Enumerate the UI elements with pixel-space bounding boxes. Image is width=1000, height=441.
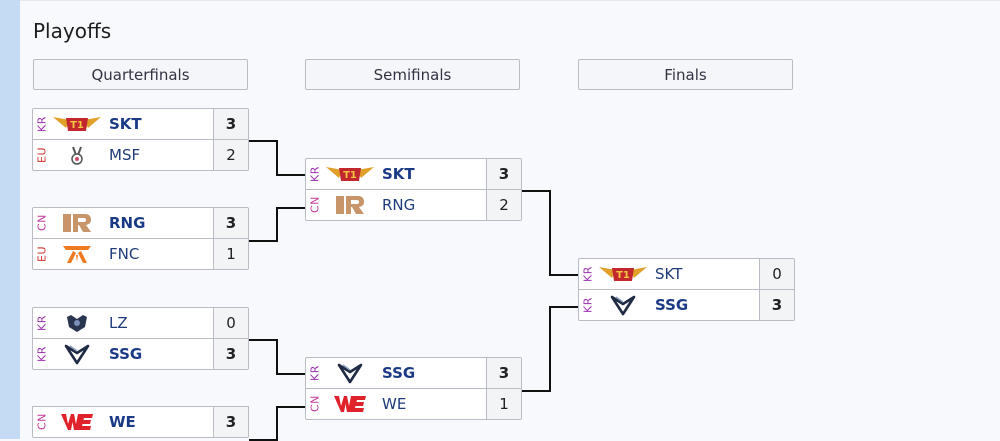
team-score: 3 xyxy=(213,339,248,369)
team-score: 1 xyxy=(213,239,248,269)
team-name[interactable]: SKT xyxy=(655,265,683,283)
region-label: CN xyxy=(35,413,49,431)
team-name[interactable]: MSF xyxy=(109,146,141,164)
team-name[interactable]: WE xyxy=(109,413,136,431)
bracket-connector xyxy=(276,373,305,375)
round-header-finals: Finals xyxy=(578,59,793,90)
bracket-connector xyxy=(249,207,278,242)
region-label: EU xyxy=(35,246,49,263)
bracket-connector xyxy=(249,406,278,441)
bracket-connector xyxy=(549,306,578,308)
page-title: Playoffs xyxy=(33,19,112,43)
region-label: KR xyxy=(581,297,595,313)
round-header-semifinals: Semifinals xyxy=(305,59,520,90)
team-score: 3 xyxy=(213,109,248,139)
region-label: CN xyxy=(308,196,322,214)
region-label: CN xyxy=(35,214,49,232)
msf-team-logo-icon xyxy=(51,140,103,170)
region-label: KR xyxy=(35,315,49,331)
skt-team-logo-icon: T1 xyxy=(51,109,103,139)
top-divider xyxy=(20,0,1000,1)
team-name[interactable]: SSG xyxy=(655,296,689,314)
rng-team-logo-icon xyxy=(324,190,376,220)
bracket-connector xyxy=(276,207,305,209)
team-score: 0 xyxy=(759,259,794,289)
ssg-team-logo-icon xyxy=(324,358,376,388)
bracket-connector xyxy=(276,406,305,408)
team-score: 3 xyxy=(486,358,521,388)
team-score: 3 xyxy=(486,159,521,189)
team-name[interactable]: SSG xyxy=(109,345,143,363)
team-score: 0 xyxy=(213,308,248,338)
bracket-connector xyxy=(276,174,305,176)
svg-text:T1: T1 xyxy=(70,120,84,131)
bracket-connector xyxy=(549,274,578,276)
team-name[interactable]: SKT xyxy=(109,115,142,133)
we-team-logo-icon xyxy=(51,407,103,437)
team-name[interactable]: SSG xyxy=(382,364,416,382)
team-row[interactable]: KR T1 SKT 0 xyxy=(578,258,795,290)
bracket-connector xyxy=(249,140,278,176)
region-label: KR xyxy=(581,266,595,282)
team-name[interactable]: RNG xyxy=(109,214,146,232)
region-label: KR xyxy=(308,166,322,182)
team-name[interactable]: WE xyxy=(382,395,407,413)
team-row[interactable]: CN WE 3 xyxy=(32,406,249,438)
team-name[interactable]: RNG xyxy=(382,196,416,214)
svg-text:T1: T1 xyxy=(343,170,357,181)
svg-text:T1: T1 xyxy=(616,270,630,281)
region-label: EU xyxy=(35,147,49,164)
left-sidebar-strip xyxy=(0,0,20,439)
team-score: 2 xyxy=(213,140,248,170)
lz-team-logo-icon xyxy=(51,308,103,338)
team-score: 2 xyxy=(486,190,521,220)
team-row[interactable]: CN WE 1 xyxy=(305,388,522,420)
team-row[interactable]: KR SSG 3 xyxy=(578,289,795,321)
team-row[interactable]: CN RNG 2 xyxy=(305,189,522,221)
match-qf4: CN WE 3 xyxy=(32,406,249,438)
region-label: KR xyxy=(308,365,322,381)
team-name[interactable]: SKT xyxy=(382,165,415,183)
team-row[interactable]: KR T1 SKT 3 xyxy=(305,158,522,190)
ssg-team-logo-icon xyxy=(51,339,103,369)
bracket-connector xyxy=(249,339,278,375)
team-row[interactable]: KR LZ 0 xyxy=(32,307,249,339)
ssg-team-logo-icon xyxy=(597,290,649,320)
bracket-connector xyxy=(522,190,551,276)
team-score: 3 xyxy=(759,290,794,320)
round-header-quarterfinals: Quarterfinals xyxy=(33,59,248,90)
team-score: 1 xyxy=(486,389,521,419)
team-row[interactable]: KR SSG 3 xyxy=(32,338,249,370)
bracket-connector xyxy=(522,306,551,392)
team-name[interactable]: FNC xyxy=(109,245,140,263)
region-label: CN xyxy=(308,395,322,413)
team-name[interactable]: LZ xyxy=(109,314,128,332)
team-row[interactable]: EU MSF 2 xyxy=(32,139,249,171)
team-row[interactable]: KR SSG 3 xyxy=(305,357,522,389)
rng-team-logo-icon xyxy=(51,208,103,238)
skt-team-logo-icon: T1 xyxy=(597,259,649,289)
fnc-team-logo-icon xyxy=(51,239,103,269)
region-label: KR xyxy=(35,116,49,132)
skt-team-logo-icon: T1 xyxy=(324,159,376,189)
team-score: 3 xyxy=(213,208,248,238)
team-row[interactable]: CN RNG 3 xyxy=(32,207,249,239)
region-label: KR xyxy=(35,346,49,362)
we-team-logo-icon xyxy=(324,389,376,419)
team-row[interactable]: EU FNC 1 xyxy=(32,238,249,270)
team-row[interactable]: KR T1 SKT 3 xyxy=(32,108,249,140)
team-score: 3 xyxy=(213,407,248,437)
